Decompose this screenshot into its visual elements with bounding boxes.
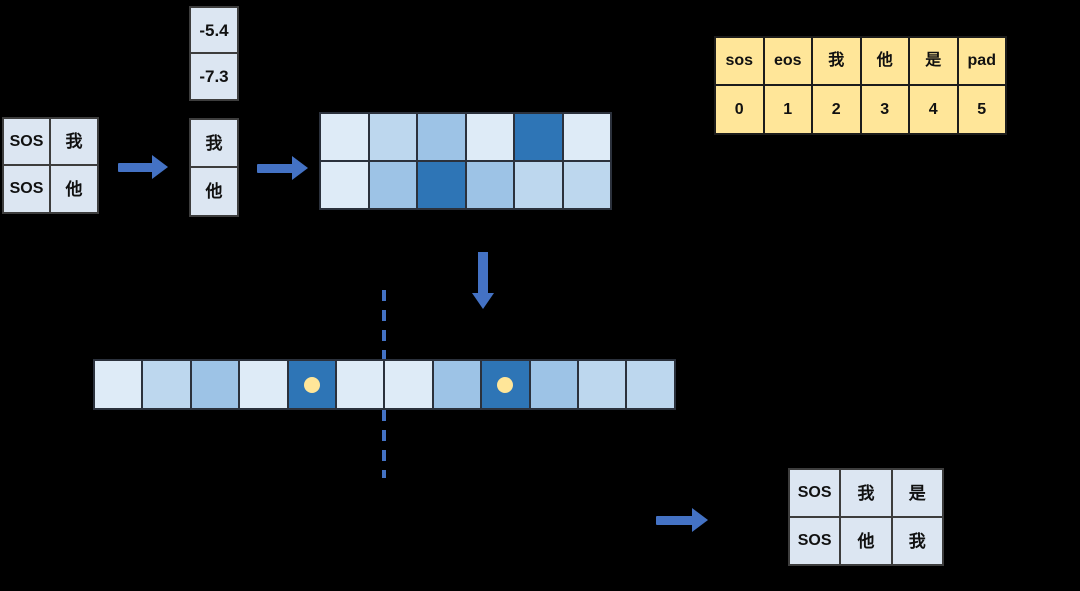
- flat-cell: [529, 360, 578, 409]
- heatmap-cell: [514, 161, 563, 209]
- arrow-head: [472, 293, 494, 309]
- arrow-head: [292, 156, 308, 180]
- heatmap-cell: [368, 161, 417, 209]
- score-cell: -7.3: [190, 53, 238, 100]
- word-cell: 他: [190, 167, 238, 216]
- arrow-right-icon: [257, 156, 308, 180]
- vocab-token-cell: pad: [957, 37, 1006, 85]
- arrow-right-icon: [656, 508, 708, 532]
- vocab-id-cell: 5: [957, 85, 1006, 134]
- probability-heatmap: [319, 112, 612, 210]
- flat-cell: [190, 360, 240, 409]
- flat-cell: [335, 360, 385, 409]
- flat-cell: [287, 360, 336, 409]
- arrow-right-icon: [118, 155, 168, 179]
- vocab-token-cell: eos: [763, 37, 812, 85]
- heatmap-cell: [562, 113, 611, 161]
- arrow-head: [692, 508, 708, 532]
- heatmap-cell: [368, 113, 417, 161]
- table-cell: 我: [50, 118, 98, 165]
- table-cell: SOS: [3, 165, 50, 213]
- table-cell: 他: [840, 517, 892, 565]
- output-beams-table: SOS 我 是 SOS 他 我: [788, 468, 944, 566]
- flat-cell: [626, 360, 675, 409]
- vocab-token-cell: 他: [860, 37, 909, 85]
- vocab-id-table: sos eos 我 他 是 pad 0 1 2 3 4 5: [714, 36, 1007, 135]
- vocab-id-cell: 1: [763, 85, 812, 134]
- arrow-down-icon: [472, 252, 494, 309]
- flat-cell: [94, 360, 143, 409]
- heatmap-cell: [465, 161, 514, 209]
- flat-cell: [142, 360, 191, 409]
- table-cell: 我: [840, 469, 892, 517]
- flat-cell: [577, 360, 627, 409]
- heatmap-cell: [465, 113, 514, 161]
- table-cell: SOS: [3, 118, 50, 165]
- beam-history-table: SOS 我 SOS 他: [2, 117, 99, 214]
- table-cell: 他: [50, 165, 98, 213]
- topk-dot: [497, 376, 514, 393]
- flattened-score-row: [93, 359, 676, 410]
- heatmap-cell: [417, 113, 466, 161]
- vocab-id-cell: 2: [812, 85, 861, 134]
- table-cell: SOS: [789, 517, 841, 565]
- heatmap-cell: [320, 113, 369, 161]
- arrow-shaft: [118, 163, 154, 172]
- table-cell: SOS: [789, 469, 841, 517]
- vocab-id-cell: 4: [909, 85, 958, 134]
- heatmap-cell: [320, 161, 369, 209]
- vocab-token-cell: sos: [715, 37, 764, 85]
- heatmap-cell: [514, 113, 563, 161]
- flat-cell: [481, 360, 530, 409]
- arrow-shaft: [478, 252, 488, 294]
- vocab-token-cell: 我: [812, 37, 861, 85]
- flat-cell: [432, 360, 482, 409]
- vocab-id-cell: 0: [715, 85, 764, 134]
- candidate-word-column: 我 他: [189, 118, 239, 217]
- topk-dot: [303, 376, 320, 393]
- table-cell: 我: [891, 517, 943, 565]
- arrow-shaft: [656, 516, 694, 525]
- vocab-id-cell: 3: [860, 85, 909, 134]
- beam-score-column: -5.4 -7.3: [189, 6, 239, 101]
- flat-cell: [384, 360, 433, 409]
- score-cell: -5.4: [190, 7, 238, 53]
- heatmap-cell: [562, 161, 611, 209]
- flat-cell: [239, 360, 288, 409]
- arrow-shaft: [257, 164, 294, 173]
- table-cell: 是: [891, 469, 943, 517]
- vocab-token-cell: 是: [909, 37, 958, 85]
- heatmap-cell: [417, 161, 466, 209]
- word-cell: 我: [190, 119, 238, 167]
- arrow-head: [152, 155, 168, 179]
